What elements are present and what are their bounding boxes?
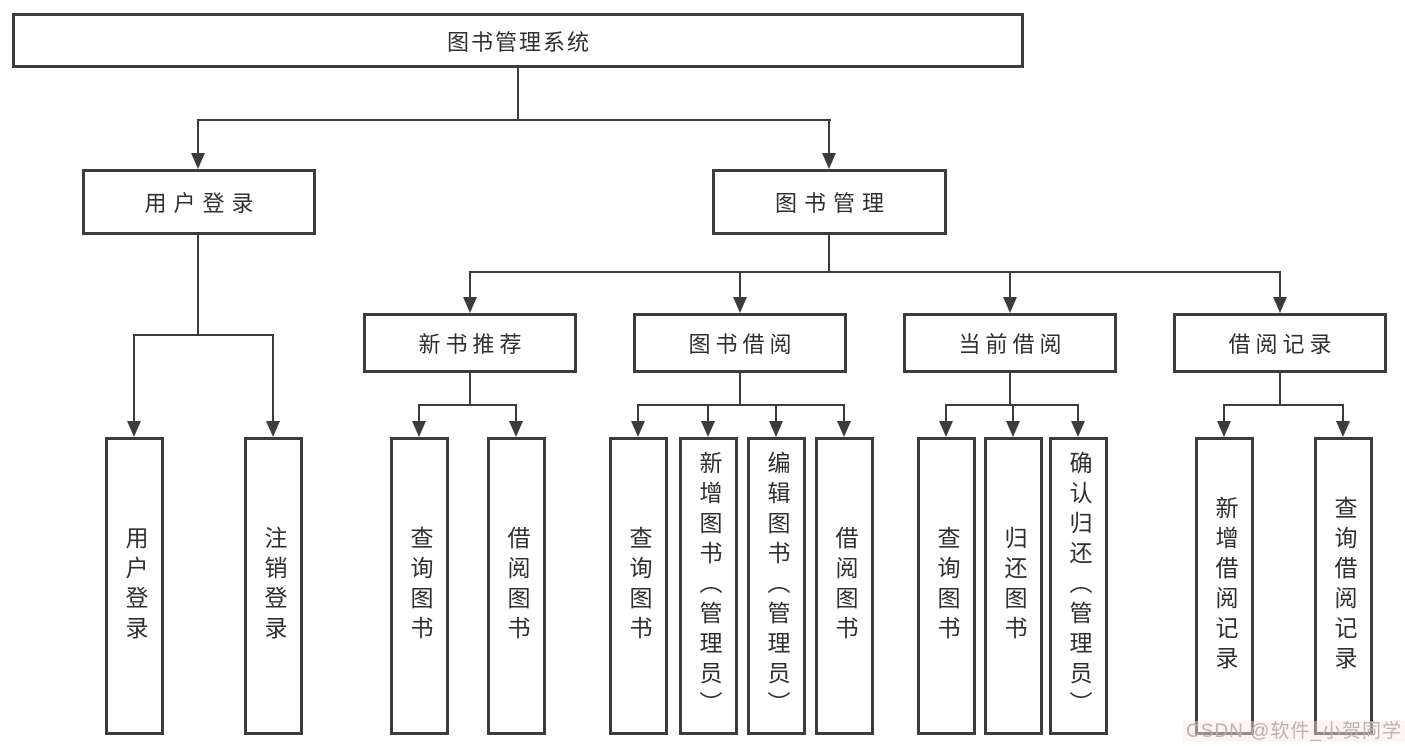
- node-leaf-query-books-1: 查询图书: [390, 437, 449, 735]
- connector-line: [1012, 404, 1014, 422]
- node-label: 借阅图书: [504, 526, 530, 646]
- node-label: 新增图书（管理员）: [696, 451, 722, 721]
- connector-line: [469, 271, 471, 298]
- connector-line: [272, 334, 274, 422]
- arrow-down-icon: [733, 297, 747, 313]
- connector-line: [1009, 271, 1011, 298]
- connector-line: [197, 234, 199, 335]
- node-label: 归还图书: [1001, 526, 1027, 646]
- node-library-management-system: 图书管理系统: [12, 13, 1024, 68]
- arrow-down-icon: [631, 421, 645, 437]
- node-label: 查询图书: [407, 526, 433, 646]
- node-leaf-add-books-admin: 新增图书（管理员）: [679, 437, 738, 735]
- connector-line: [469, 372, 471, 405]
- node-label: 借阅图书: [832, 526, 858, 646]
- node-leaf-logout: 注销登录: [244, 437, 303, 735]
- node-label: 用户登录: [144, 191, 261, 216]
- arrow-down-icon: [939, 421, 953, 437]
- connector-line: [1223, 404, 1225, 422]
- connector-line: [775, 404, 777, 422]
- node-label: 确认归还（管理员）: [1066, 451, 1092, 721]
- connector-line: [418, 404, 420, 422]
- node-label: 新增借阅记录: [1212, 496, 1238, 676]
- connector-line: [469, 271, 1281, 273]
- node-label: 借阅记录: [1228, 332, 1337, 357]
- node-label: 当前借阅: [958, 332, 1067, 357]
- connector-line: [828, 119, 830, 155]
- node-user-login: 用户登录: [82, 169, 316, 235]
- connector-line: [1223, 404, 1344, 406]
- node-label: 查询图书: [626, 526, 652, 646]
- arrow-down-icon: [266, 421, 280, 437]
- arrow-down-icon: [1071, 421, 1085, 437]
- node-leaf-edit-books-admin: 编辑图书（管理员）: [747, 437, 806, 735]
- arrow-down-icon: [1003, 297, 1017, 313]
- node-leaf-query-borrow-record: 查询借阅记录: [1314, 437, 1373, 735]
- arrow-down-icon: [1006, 421, 1020, 437]
- connector-line: [637, 404, 639, 422]
- node-leaf-return-books: 归还图书: [984, 437, 1043, 735]
- node-book-borrow: 图书借阅: [633, 313, 847, 373]
- connector-line: [739, 372, 741, 405]
- node-current-borrow: 当前借阅: [903, 313, 1117, 373]
- connector-line: [197, 119, 831, 121]
- node-leaf-query-books-2: 查询图书: [609, 437, 668, 735]
- node-label: 编辑图书（管理员）: [764, 451, 790, 721]
- arrow-down-icon: [191, 153, 205, 169]
- node-label: 查询借阅记录: [1331, 496, 1357, 676]
- node-label: 新书推荐: [418, 332, 527, 357]
- node-label: 查询图书: [934, 526, 960, 646]
- connector-line: [1342, 404, 1344, 422]
- connector-line: [1279, 271, 1281, 298]
- connector-line: [1077, 404, 1079, 422]
- connector-line: [637, 404, 845, 406]
- arrow-down-icon: [1336, 421, 1350, 437]
- connector-line: [197, 119, 199, 155]
- connector-line: [418, 404, 517, 406]
- node-label: 图书管理系统: [446, 29, 591, 55]
- connector-line: [517, 67, 519, 120]
- arrow-down-icon: [769, 421, 783, 437]
- arrow-down-icon: [701, 421, 715, 437]
- arrow-down-icon: [412, 421, 426, 437]
- arrow-down-icon: [463, 297, 477, 313]
- node-leaf-query-books-3: 查询图书: [917, 437, 976, 735]
- node-leaf-borrow-books-1: 借阅图书: [487, 437, 546, 735]
- connector-line: [1279, 372, 1281, 405]
- arrow-down-icon: [509, 421, 523, 437]
- node-leaf-confirm-return-admin: 确认归还（管理员）: [1049, 437, 1108, 735]
- node-label: 图书借阅: [688, 332, 797, 357]
- csdn-watermark: CSDN @软件_小贺同学: [1183, 716, 1405, 743]
- connector-line: [707, 404, 709, 422]
- node-leaf-borrow-books-2: 借阅图书: [815, 437, 874, 735]
- node-book-management: 图书管理: [712, 169, 947, 235]
- node-new-book-recommend: 新书推荐: [363, 313, 577, 373]
- node-leaf-add-borrow-record: 新增借阅记录: [1195, 437, 1254, 735]
- connector-line: [1009, 372, 1011, 405]
- connector-line: [739, 271, 741, 298]
- connector-line: [133, 334, 135, 422]
- arrow-down-icon: [837, 421, 851, 437]
- connector-line: [843, 404, 845, 422]
- node-borrow-records: 借阅记录: [1173, 313, 1387, 373]
- watermark-text: CSDN @软件_小贺同学: [1183, 721, 1405, 742]
- arrow-down-icon: [1273, 297, 1287, 313]
- node-leaf-user-login: 用户登录: [105, 437, 164, 735]
- node-label: 图书管理: [774, 191, 891, 216]
- node-label: 注销登录: [261, 526, 287, 646]
- arrow-down-icon: [127, 421, 141, 437]
- arrow-down-icon: [1217, 421, 1231, 437]
- connector-line: [945, 404, 947, 422]
- node-label: 用户登录: [122, 526, 148, 646]
- connector-line: [828, 234, 830, 273]
- connector-line: [133, 334, 274, 336]
- connector-line: [515, 404, 517, 422]
- arrow-down-icon: [822, 153, 836, 169]
